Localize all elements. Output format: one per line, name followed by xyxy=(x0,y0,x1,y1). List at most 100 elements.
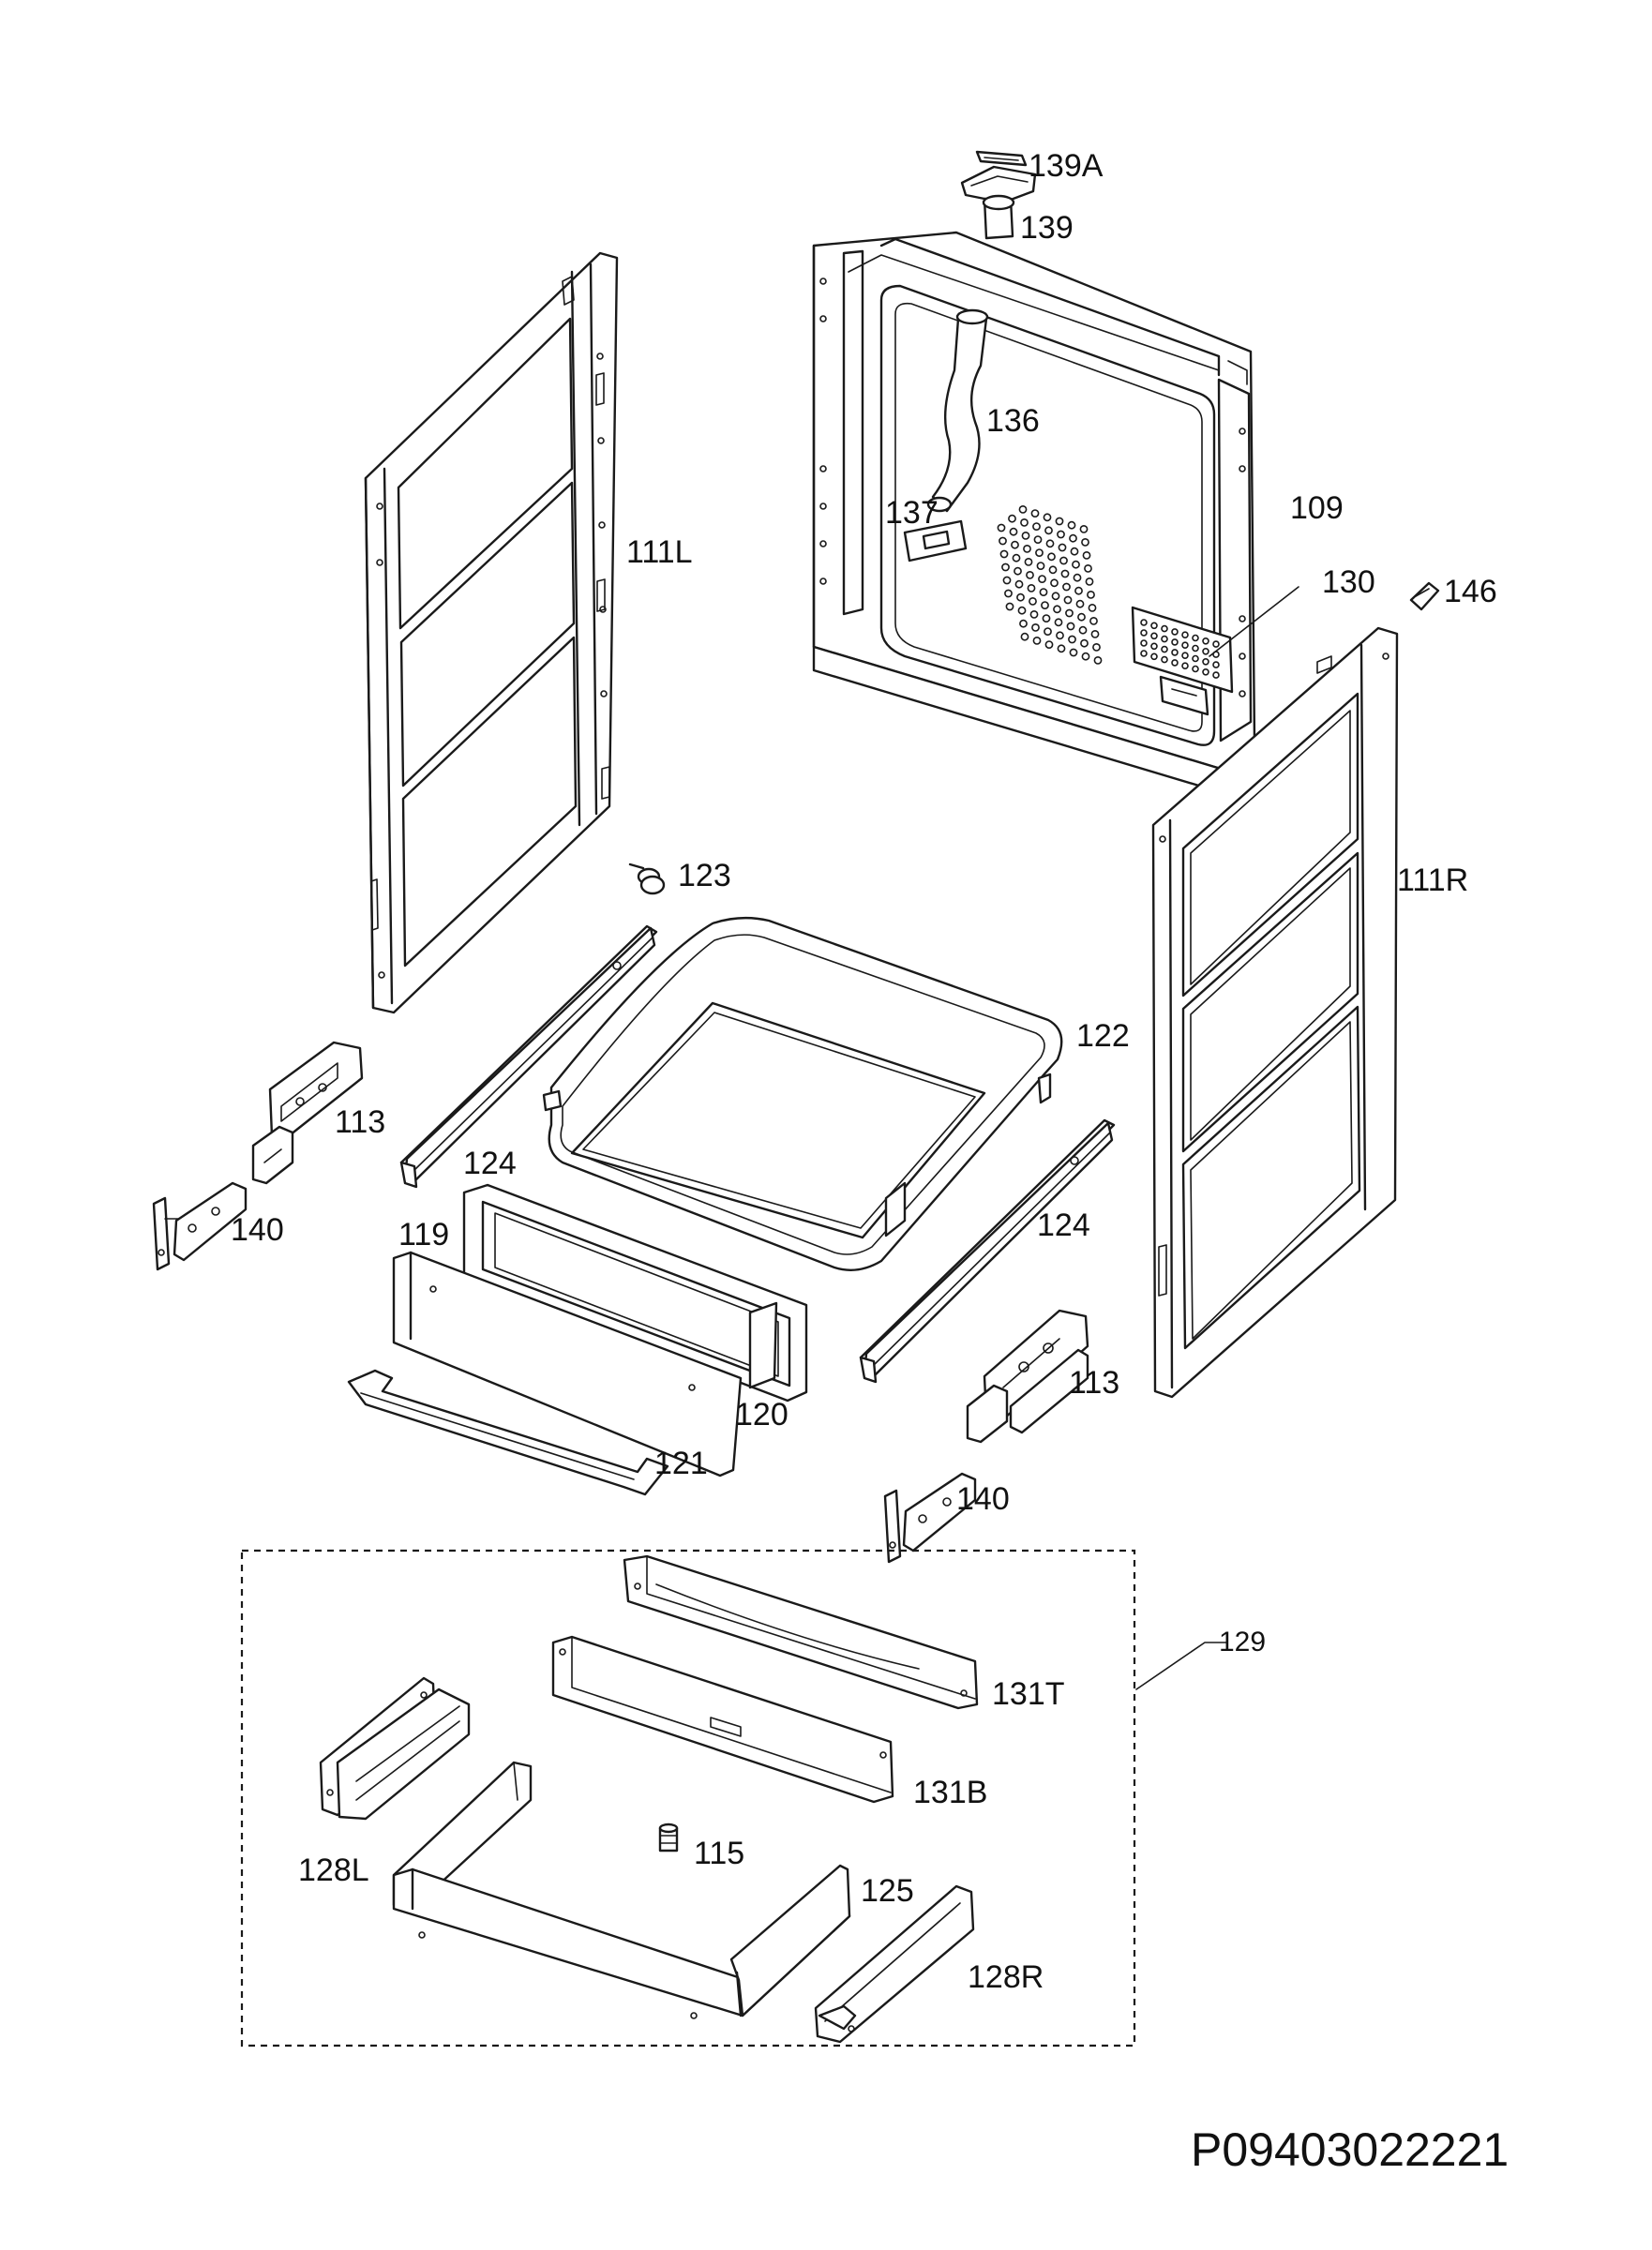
vent-hole xyxy=(1057,644,1066,653)
part-111R-right-side-panel xyxy=(1151,626,1399,1399)
filter-hole xyxy=(1140,619,1148,626)
part-140-left-bracket xyxy=(152,1181,248,1271)
label-139A: 139A xyxy=(1029,148,1104,184)
filter-hole xyxy=(1192,644,1199,652)
vent-hole xyxy=(1012,553,1021,562)
vent-hole xyxy=(1053,605,1061,614)
vent-hole xyxy=(1043,513,1052,522)
vent-hole xyxy=(1062,582,1071,592)
filter-hole xyxy=(1161,624,1168,633)
vent-hole xyxy=(1002,576,1012,585)
filter-hole xyxy=(1150,652,1158,661)
vent-hole xyxy=(1087,591,1095,599)
vent-hole xyxy=(1020,518,1029,527)
vent-hole xyxy=(1014,579,1024,589)
vent-hole xyxy=(1038,575,1046,583)
vent-hole xyxy=(1069,648,1078,657)
vent-hole xyxy=(1070,547,1079,556)
part-120-drawer-front xyxy=(392,1251,743,1478)
filter-hole xyxy=(1181,631,1189,639)
part-131T-top-rail xyxy=(623,1554,979,1710)
part-136-hose xyxy=(926,308,989,513)
part-131B-bottom-rail xyxy=(551,1635,894,1804)
vent-hole xyxy=(1027,584,1036,592)
filter-hole xyxy=(1150,642,1158,651)
vent-hole xyxy=(1020,632,1029,641)
label-111L: 111L xyxy=(626,534,693,570)
part-130-filter-plate xyxy=(1131,606,1234,716)
vent-hole xyxy=(1066,622,1075,631)
vent-hole xyxy=(1081,652,1090,661)
filter-hole xyxy=(1202,668,1209,676)
filter-hole xyxy=(1202,637,1209,645)
part-139-outlet xyxy=(960,165,1037,240)
vent-hole xyxy=(1018,505,1028,514)
part-111L-left-side-panel xyxy=(364,251,619,1014)
filter-hole xyxy=(1212,661,1220,668)
vent-hole xyxy=(1041,601,1049,609)
vent-hole xyxy=(1063,595,1073,605)
vent-hole xyxy=(1035,548,1044,557)
label-124-left: 124 xyxy=(463,1146,517,1181)
filter-hole xyxy=(1140,639,1148,647)
part-113-left-hinge xyxy=(251,1041,364,1185)
vent-hole xyxy=(1058,543,1067,552)
vent-hole xyxy=(1014,566,1022,576)
filter-hole xyxy=(1212,640,1220,648)
leader-130 xyxy=(1209,586,1299,657)
label-115: 115 xyxy=(694,1836,745,1871)
vent-hole xyxy=(1048,565,1058,575)
part-121-handle xyxy=(347,1369,669,1496)
vent-hole xyxy=(1001,562,1010,572)
filter-hole xyxy=(1181,652,1189,660)
part-146-clip xyxy=(1409,581,1440,611)
part-122-drawer-tray xyxy=(542,916,1063,1271)
filter-hole xyxy=(1192,665,1199,673)
vent-hole xyxy=(1092,643,1101,652)
vent-hole xyxy=(999,536,1007,546)
label-120: 120 xyxy=(735,1397,788,1432)
vent-hole xyxy=(1019,619,1028,628)
vent-hole xyxy=(1011,540,1019,549)
part-140-right-bracket xyxy=(883,1472,977,1564)
vent-hole xyxy=(1088,604,1097,612)
vent-hole xyxy=(1044,640,1054,649)
vent-hole xyxy=(1068,635,1076,644)
label-121: 121 xyxy=(654,1446,708,1481)
label-131B: 131B xyxy=(913,1775,988,1810)
vent-hole xyxy=(1072,560,1080,569)
filter-hole xyxy=(1202,657,1209,666)
back-panel-vent-holes xyxy=(997,505,1103,665)
vent-hole xyxy=(1069,533,1077,543)
vent-hole xyxy=(1090,630,1100,638)
leader-129 xyxy=(1135,1642,1227,1690)
filter-hole xyxy=(1171,638,1179,646)
filter-hole xyxy=(1181,641,1189,650)
vent-hole xyxy=(1093,656,1103,665)
filter-hole xyxy=(1150,622,1158,630)
part-128L-left-foot-bracket xyxy=(319,1676,471,1821)
filter-hole xyxy=(1140,629,1148,637)
part-137-bracket xyxy=(903,519,968,562)
vent-hole xyxy=(1057,530,1065,539)
part-124-left-runner xyxy=(399,924,658,1189)
vent-hole xyxy=(1054,618,1063,627)
vent-hole xyxy=(1033,535,1043,544)
vent-hole xyxy=(1023,545,1031,553)
filter-hole xyxy=(1192,634,1199,642)
vent-hole xyxy=(1039,588,1048,596)
vent-hole xyxy=(1029,610,1039,619)
vent-hole xyxy=(1056,631,1064,640)
label-111R: 111R xyxy=(1397,862,1469,898)
vent-hole xyxy=(997,523,1006,532)
vent-hole xyxy=(1005,602,1014,611)
vent-hole xyxy=(1021,532,1030,540)
filter-hole xyxy=(1202,647,1209,655)
vent-hole xyxy=(1017,606,1027,615)
label-122: 122 xyxy=(1076,1018,1130,1054)
label-113-left: 113 xyxy=(335,1104,386,1140)
filter-hole xyxy=(1212,671,1220,679)
vent-hole xyxy=(1078,625,1088,635)
